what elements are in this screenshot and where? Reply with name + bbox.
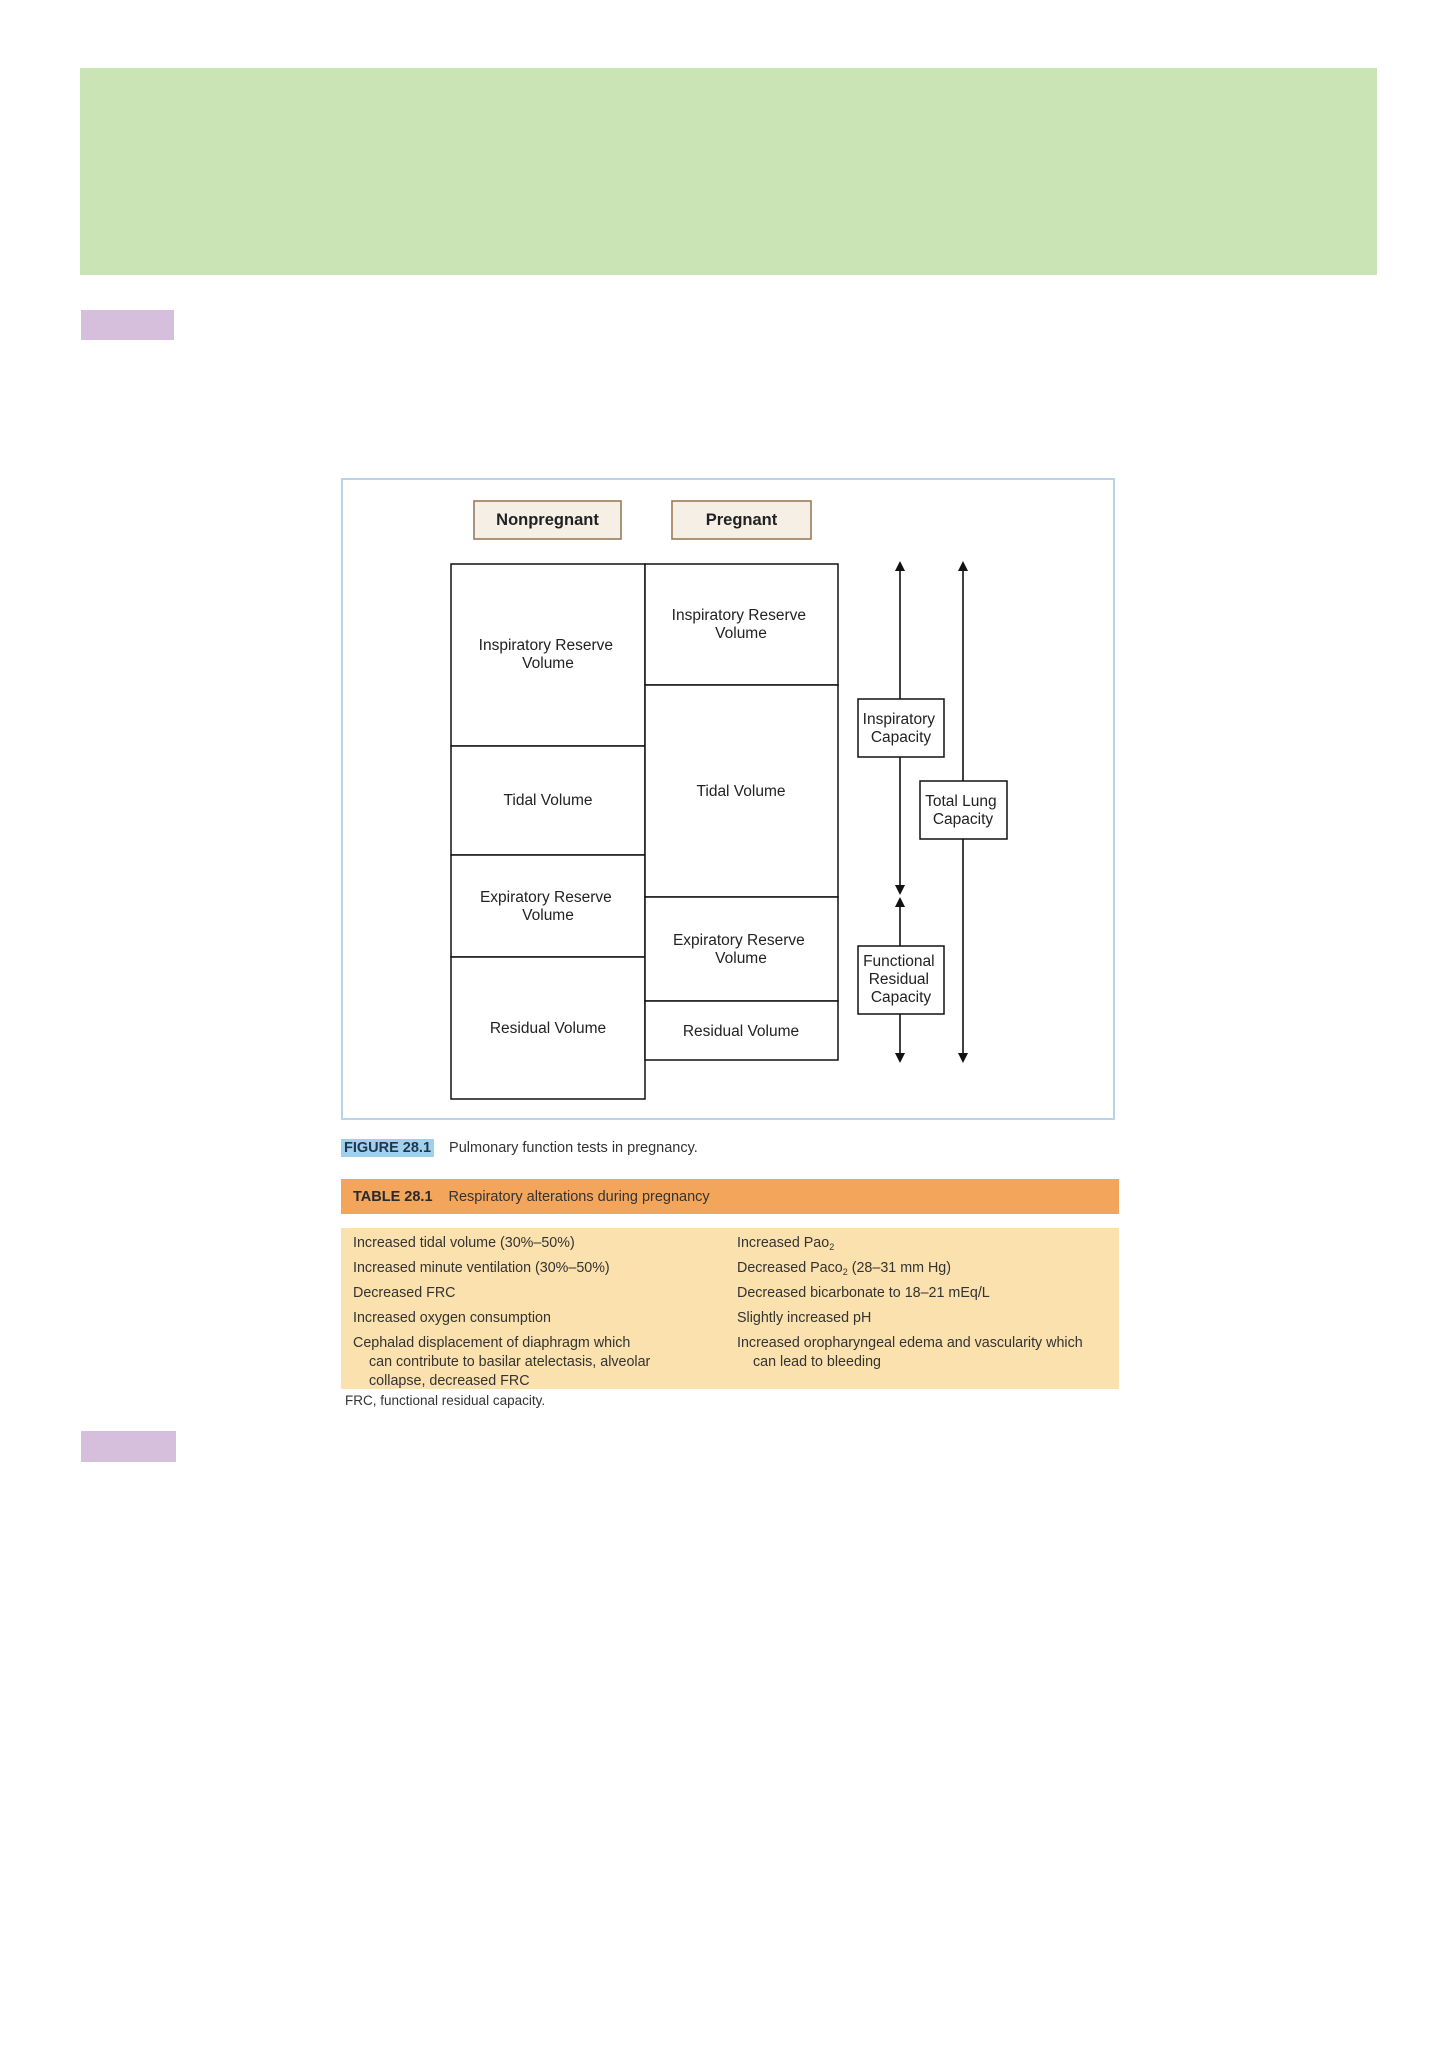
table-cell-text: can contribute to basilar atelectasis, a…: [369, 1354, 651, 1370]
table-cell: Decreased Paco2 (28–31 mm Hg): [737, 1259, 951, 1279]
total-lung-capacity-box: [919, 780, 1008, 840]
table-cell-text: Decreased Paco2 (28–31 mm Hg): [737, 1260, 952, 1277]
header-banner: [80, 68, 1377, 275]
table-cell-text: Increased Pao2: [737, 1235, 835, 1252]
pregnant-irv-label: Inspiratory Reserve Volume: [672, 607, 811, 642]
nonpregnant-irv-label: Inspiratory Reserve Volume: [479, 637, 618, 672]
table-cell-text: Increased tidal volume (30%–50%): [353, 1235, 575, 1251]
frc-box: [857, 945, 945, 1015]
table-cell-text: Decreased bicarbonate to 18–21 mEq/L: [737, 1285, 990, 1301]
table-cell: Increased oropharyngeal edema and vascul…: [737, 1334, 1083, 1372]
pregnant-column: [644, 563, 839, 1061]
pregnant-tv-block: [644, 684, 839, 898]
table-cell: Increased tidal volume (30%–50%): [353, 1234, 575, 1253]
pregnant-tv-label: Tidal Volume: [696, 783, 785, 800]
nonpregnant-tv-block: [450, 745, 646, 856]
table-cell-text: Increased oxygen consumption: [353, 1310, 551, 1326]
nonpregnant-header: Nonpregnant: [496, 511, 599, 529]
nonpregnant-column: [450, 563, 646, 1100]
pregnant-rv-label: Residual Volume: [683, 1023, 799, 1040]
nonpregnant-erv-block: [450, 854, 646, 958]
table-cell-text: Cephalad displacement of diaphragm which: [353, 1335, 631, 1351]
section-tag: [81, 310, 174, 340]
inspiratory-capacity-label: Inspiratory Capacity: [863, 711, 940, 746]
table-label: TABLE 28.1: [353, 1188, 433, 1205]
figure-caption: FIGURE 28.1 Pulmonary function tests in …: [341, 1138, 698, 1158]
table-body: Increased tidal volume (30%–50%) Increas…: [341, 1228, 1119, 1389]
nonpregnant-header-box: [473, 500, 622, 540]
nonpregnant-tv-label: Tidal Volume: [503, 792, 592, 809]
table-title: Respiratory alterations during pregnancy: [448, 1188, 710, 1205]
table-footnote: FRC, functional residual capacity.: [345, 1393, 546, 1408]
inspiratory-capacity-box: [857, 698, 945, 758]
pregnant-erv-block: [644, 896, 839, 1002]
pregnant-erv-label: Expiratory Reserve Volume: [673, 932, 809, 967]
table-cell: Increased oxygen consumption: [353, 1309, 551, 1328]
nonpregnant-rv-block: [450, 956, 646, 1100]
nonpregnant-erv-label: Expiratory Reserve Volume: [480, 889, 616, 924]
table-cell: Increased minute ventilation (30%–50%): [353, 1259, 610, 1278]
table-header: TABLE 28.1 Respiratory alterations durin…: [341, 1179, 1119, 1214]
nonpregnant-irv-block: [450, 563, 646, 747]
pregnant-header: Pregnant: [706, 511, 778, 529]
total-lung-capacity-label: Total Lung Capacity: [925, 793, 1001, 828]
table-cell-text: collapse, decreased FRC: [369, 1373, 530, 1389]
table-cell-text: Increased oropharyngeal edema and vascul…: [737, 1335, 1083, 1351]
figure-caption-label: FIGURE 28.1: [341, 1139, 435, 1157]
table-cell: Decreased bicarbonate to 18–21 mEq/L: [737, 1284, 990, 1303]
figure-caption-text: Pulmonary function tests in pregnancy.: [449, 1140, 698, 1156]
table-cell-text: Decreased FRC: [353, 1285, 456, 1301]
nonpregnant-rv-label: Residual Volume: [490, 1020, 606, 1037]
table-cell-text: Slightly increased pH: [737, 1310, 872, 1326]
table-cell: Increased Pao2: [737, 1234, 834, 1254]
frc-label: Functional Residual Capacity: [863, 953, 939, 1006]
lung-volume-diagram: Nonpregnant Pregnant Inspiratory Reserve…: [450, 500, 1008, 1100]
table-cell: Decreased FRC: [353, 1284, 456, 1303]
table-cell: Cephalad displacement of diaphragm which…: [353, 1334, 650, 1391]
section-tag: [81, 1431, 176, 1462]
table-cell: Slightly increased pH: [737, 1309, 871, 1328]
pregnant-irv-block: [644, 563, 839, 686]
table-cell-text: Increased minute ventilation (30%–50%): [353, 1260, 610, 1276]
table-cell-text: can lead to bleeding: [753, 1354, 881, 1370]
figure-frame: Nonpregnant Pregnant Inspiratory Reserve…: [341, 478, 1115, 1120]
pregnant-header-box: [671, 500, 812, 540]
pregnant-rv-block: [644, 1000, 839, 1061]
